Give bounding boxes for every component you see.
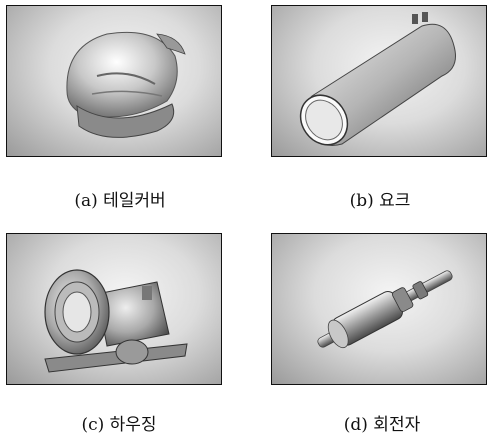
yoke-icon <box>299 12 456 146</box>
figure-c-caption: (c) 하우징 <box>81 415 157 435</box>
housing-icon <box>44 269 188 373</box>
rotor-icon <box>317 270 453 349</box>
figure-b-caption: (b) 요크 <box>349 191 411 211</box>
figure-d-image <box>271 233 487 385</box>
tail-cover-icon <box>66 31 186 138</box>
figure-b-image <box>271 5 487 157</box>
figure-a-image <box>6 5 222 157</box>
figure-c-image <box>6 233 222 385</box>
figure-d-caption: (d) 회전자 <box>343 415 421 435</box>
figure-a-caption: (a) 테일커버 <box>74 191 166 211</box>
